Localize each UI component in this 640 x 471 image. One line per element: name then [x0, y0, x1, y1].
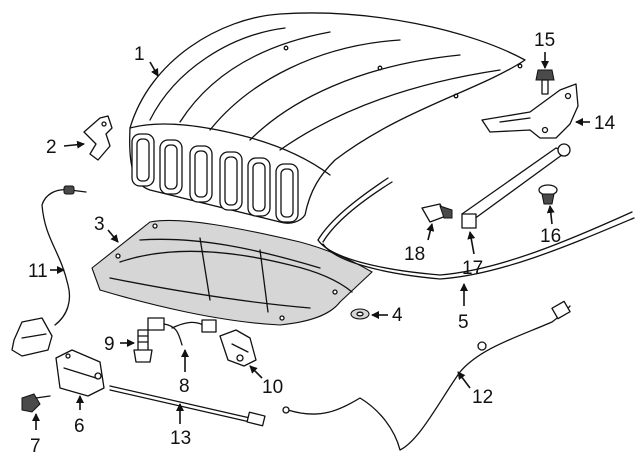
hood-seal	[317, 177, 635, 280]
callout-9: 9	[104, 334, 115, 355]
callout-11: 11	[28, 261, 48, 282]
hood-latch	[55, 349, 105, 397]
release-cable	[41, 185, 87, 326]
wiring-harness	[147, 317, 217, 346]
callout-2: 2	[46, 137, 57, 158]
secondary-cable	[109, 385, 266, 427]
callout-8: 8	[179, 376, 190, 397]
ball-stud	[421, 203, 453, 223]
hood-insulator	[91, 219, 373, 326]
callout-12: 12	[472, 387, 493, 408]
callout-5: 5	[458, 312, 469, 333]
release-handle	[11, 317, 53, 357]
callout-1: 1	[134, 44, 145, 65]
mounting-bolt	[133, 329, 153, 363]
bumper-washer	[350, 308, 370, 320]
callout-18: 18	[404, 244, 425, 265]
grille-slots	[131, 133, 299, 223]
hood-hinge	[481, 83, 579, 139]
release-cable-extension	[282, 300, 571, 451]
callout-16: 16	[540, 226, 561, 247]
callout-14: 14	[594, 113, 616, 134]
callout-7: 7	[30, 436, 41, 457]
hood-bracket-left	[83, 115, 113, 161]
retaining-clip	[538, 184, 558, 205]
callout-3: 3	[94, 214, 105, 235]
callout-6: 6	[74, 416, 85, 437]
hood-panel	[129, 12, 526, 224]
hinge-bolt	[535, 69, 555, 95]
callout-17: 17	[462, 258, 483, 279]
callout-13: 13	[170, 428, 191, 449]
latch-bolt	[21, 393, 51, 413]
hood-support-strut	[461, 143, 571, 229]
callout-10: 10	[262, 377, 283, 398]
hood-striker	[219, 329, 257, 367]
callout-labels: 1 2 3 4 5 6 7 8 9 10 11 12 13 14 15 16 1…	[28, 30, 616, 457]
callout-15: 15	[534, 30, 555, 51]
callout-leaders	[32, 52, 590, 430]
callout-4: 4	[392, 305, 403, 326]
